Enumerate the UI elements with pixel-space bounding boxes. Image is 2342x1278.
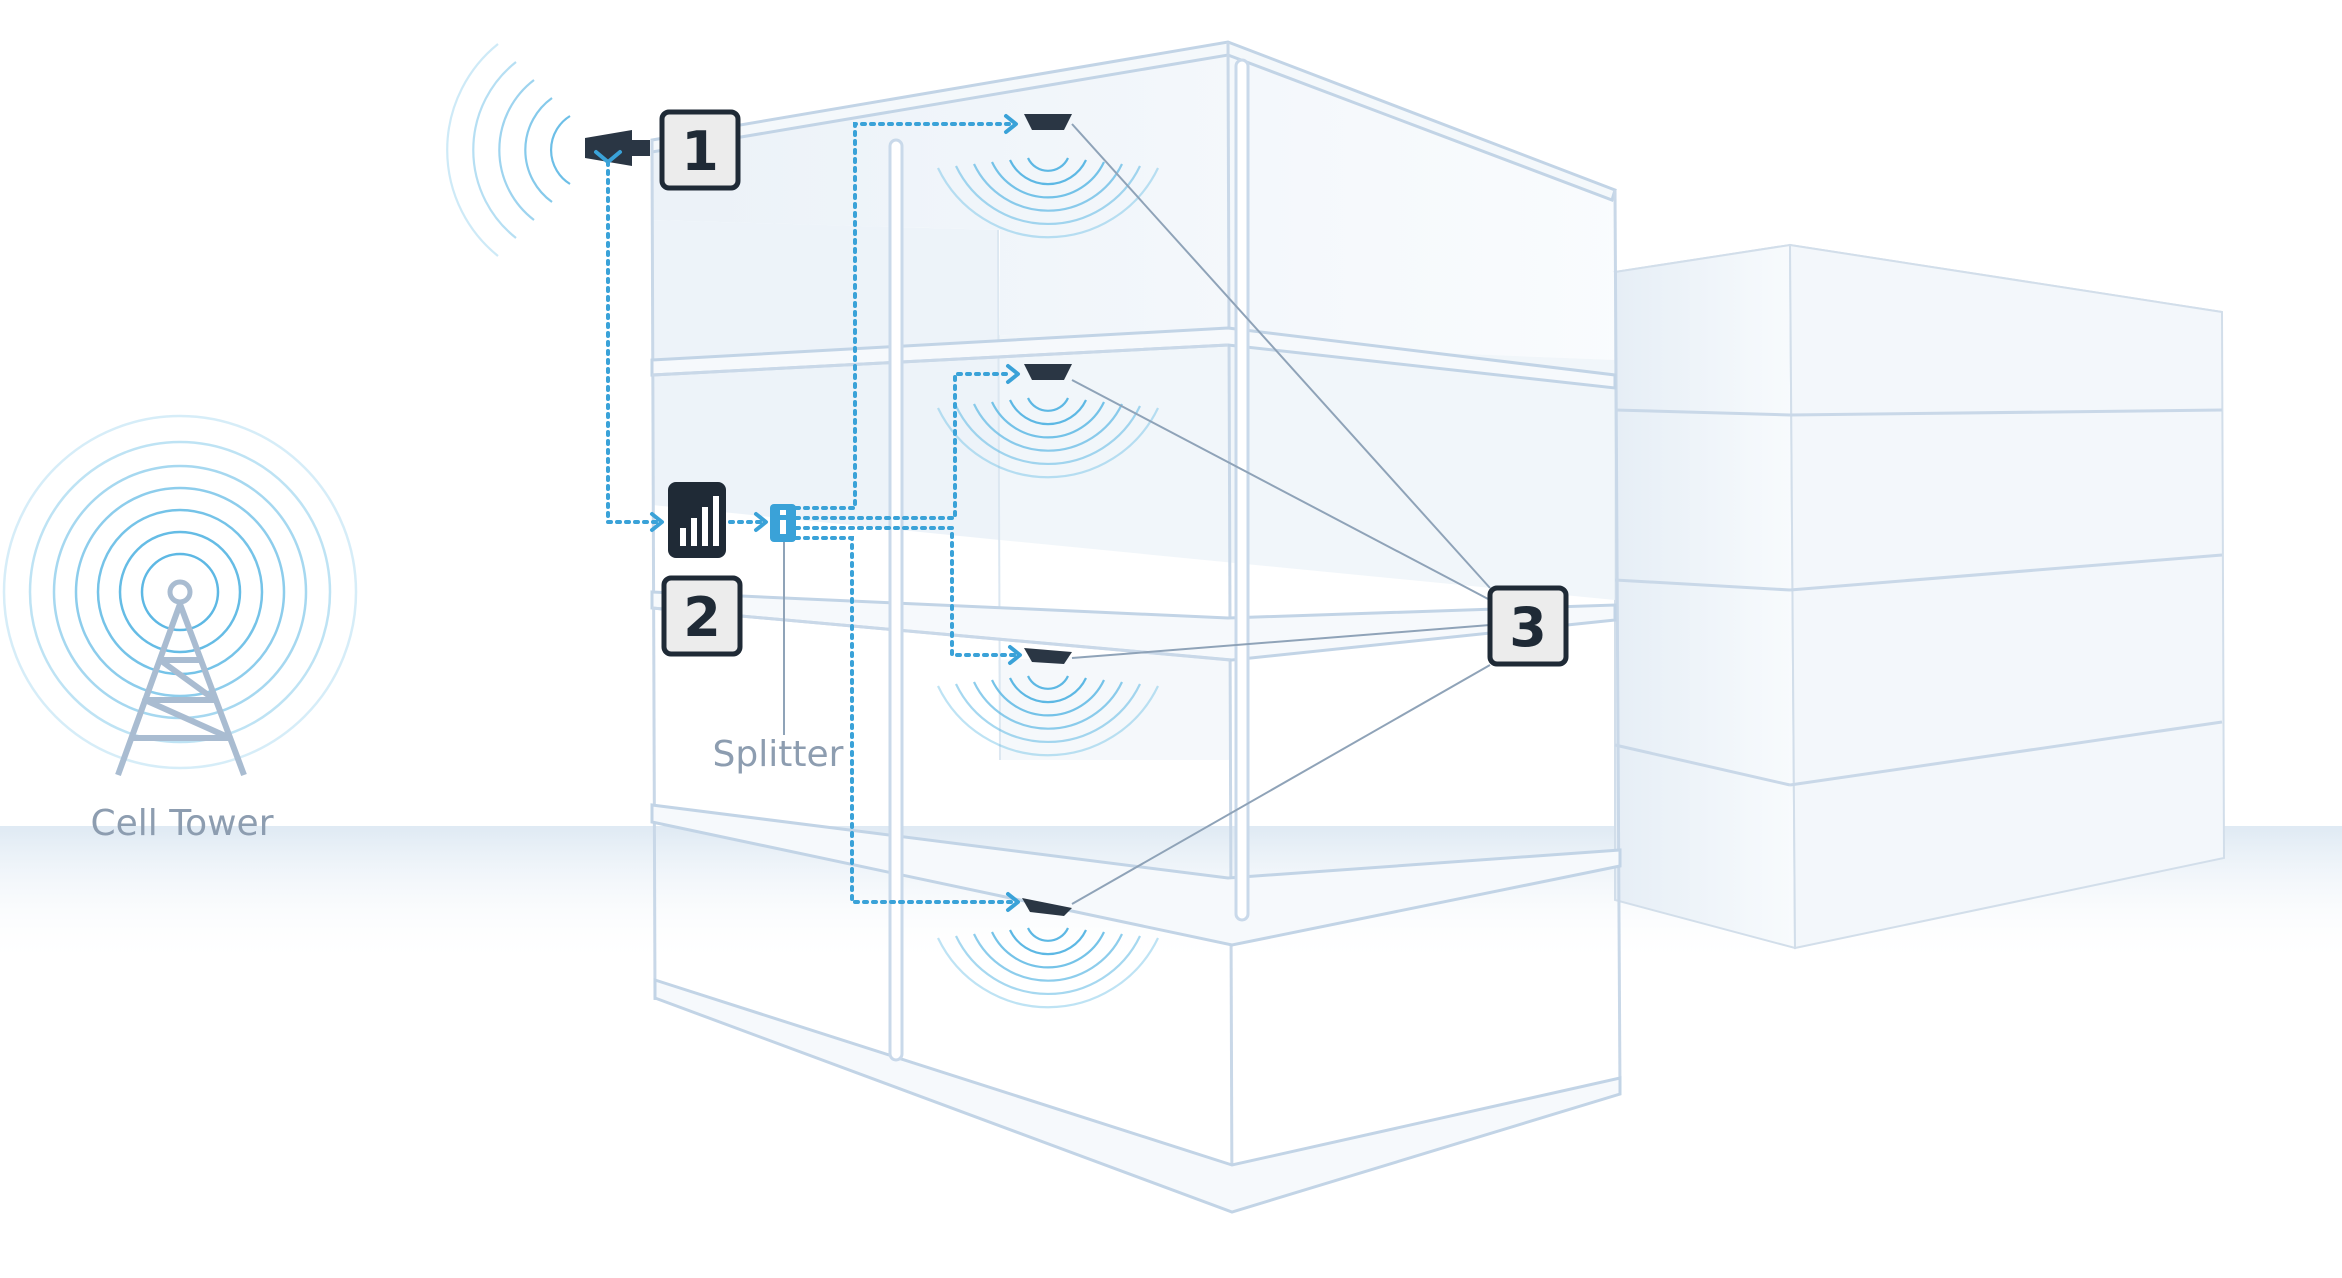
signal-booster-icon xyxy=(668,482,726,558)
outside-antenna-signal xyxy=(446,43,571,257)
dome-antenna-second xyxy=(937,364,1159,479)
main-building xyxy=(650,40,1622,1214)
directional-antenna-icon xyxy=(585,130,650,166)
dome-antenna-bottom xyxy=(937,898,1159,1009)
dome-antenna-icon xyxy=(1024,364,1072,380)
callout-3-number: 3 xyxy=(1509,596,1547,659)
callout-2: 2 xyxy=(661,575,743,657)
column-left xyxy=(888,138,904,1062)
callout-3: 3 xyxy=(1487,585,1569,667)
dome-antenna-top xyxy=(937,114,1159,239)
callout-2-number: 2 xyxy=(683,586,721,649)
dome-antenna-icon xyxy=(1022,898,1072,916)
splitter-icon xyxy=(770,504,796,542)
dome-antenna-third xyxy=(937,648,1159,757)
background-building xyxy=(1612,243,2226,950)
splitter-label: Splitter xyxy=(713,734,844,775)
column-right xyxy=(1234,58,1250,922)
dome-antenna-icon xyxy=(1024,114,1072,130)
callout-1: 1 xyxy=(659,109,741,191)
callout-3-leaders xyxy=(1071,123,1491,905)
cell-tower-icon xyxy=(2,414,358,777)
cell-tower-label: Cell Tower xyxy=(90,803,273,844)
cabling xyxy=(594,114,1022,912)
dome-antenna-icon xyxy=(1024,648,1072,664)
callout-1-number: 1 xyxy=(681,120,719,183)
